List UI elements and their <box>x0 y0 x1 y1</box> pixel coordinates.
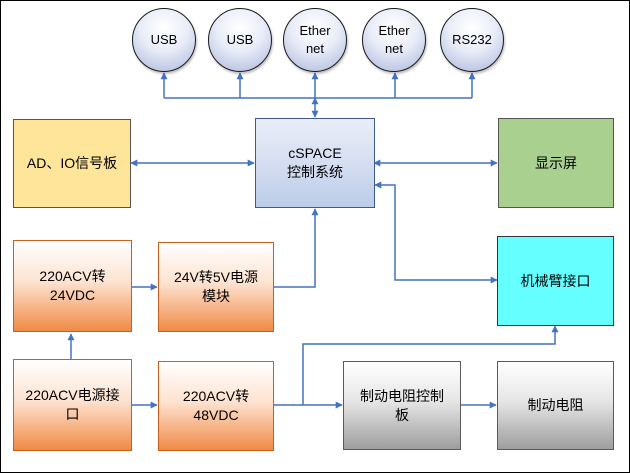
robot-arm-interface: 机械臂接口 <box>497 236 614 326</box>
cspace-control-system-label: cSPACE 控制系统 <box>287 145 343 180</box>
wire-48vdc-to-arm <box>302 325 559 405</box>
display-screen: 显示屏 <box>498 118 614 208</box>
usb-port-2-label: USB <box>226 32 254 47</box>
ac-to-48vdc-label: 220ACV转 48VDC <box>182 388 250 423</box>
ac-power-input-label: 220ACV电源接 口 <box>25 387 120 422</box>
rs232-port: RS232 <box>440 8 504 72</box>
24v-to-5v-power-module: 24V转5V电源 模块 <box>158 242 274 332</box>
brake-resistor-control-board: 制动电阻控制 板 <box>343 361 461 450</box>
rs232-port-label: RS232 <box>452 32 492 47</box>
ac-to-24vdc-label: 220ACV转 24VDC <box>39 268 106 303</box>
ethernet-port-1: Ether net <box>283 8 347 72</box>
ethernet-port-2: Ether net <box>362 8 426 72</box>
usb-port-2: USB <box>208 8 272 72</box>
ad-io-board: AD、IO信号板 <box>13 119 131 208</box>
usb-port-1: USB <box>132 8 196 72</box>
ad-io-board-label: AD、IO信号板 <box>26 155 118 171</box>
ethernet-port-1-label: Ether net <box>299 23 331 56</box>
robot-arm-interface-label: 机械臂接口 <box>520 272 591 289</box>
display-screen-label: 显示屏 <box>535 154 577 171</box>
wire-5v-to-cspace <box>274 208 319 288</box>
brake-resistor-control-label: 制动电阻控制 板 <box>360 387 444 423</box>
ac-to-48vdc-converter: 220ACV转 48VDC <box>158 361 274 451</box>
brake-resistor-label: 制动电阻 <box>527 397 584 413</box>
usb-port-1-label: USB <box>150 32 178 47</box>
ac-power-input: 220ACV电源接 口 <box>13 359 132 451</box>
ethernet-port-2-label: Ether net <box>378 23 410 56</box>
ac-to-24vdc-converter: 220ACV转 24VDC <box>13 240 132 332</box>
24v-to-5v-label: 24V转5V电源 模块 <box>173 269 259 304</box>
wire-cspace-arm <box>374 181 498 284</box>
cspace-control-system: cSPACE 控制系统 <box>255 118 375 208</box>
brake-resistor: 制动电阻 <box>497 361 614 450</box>
